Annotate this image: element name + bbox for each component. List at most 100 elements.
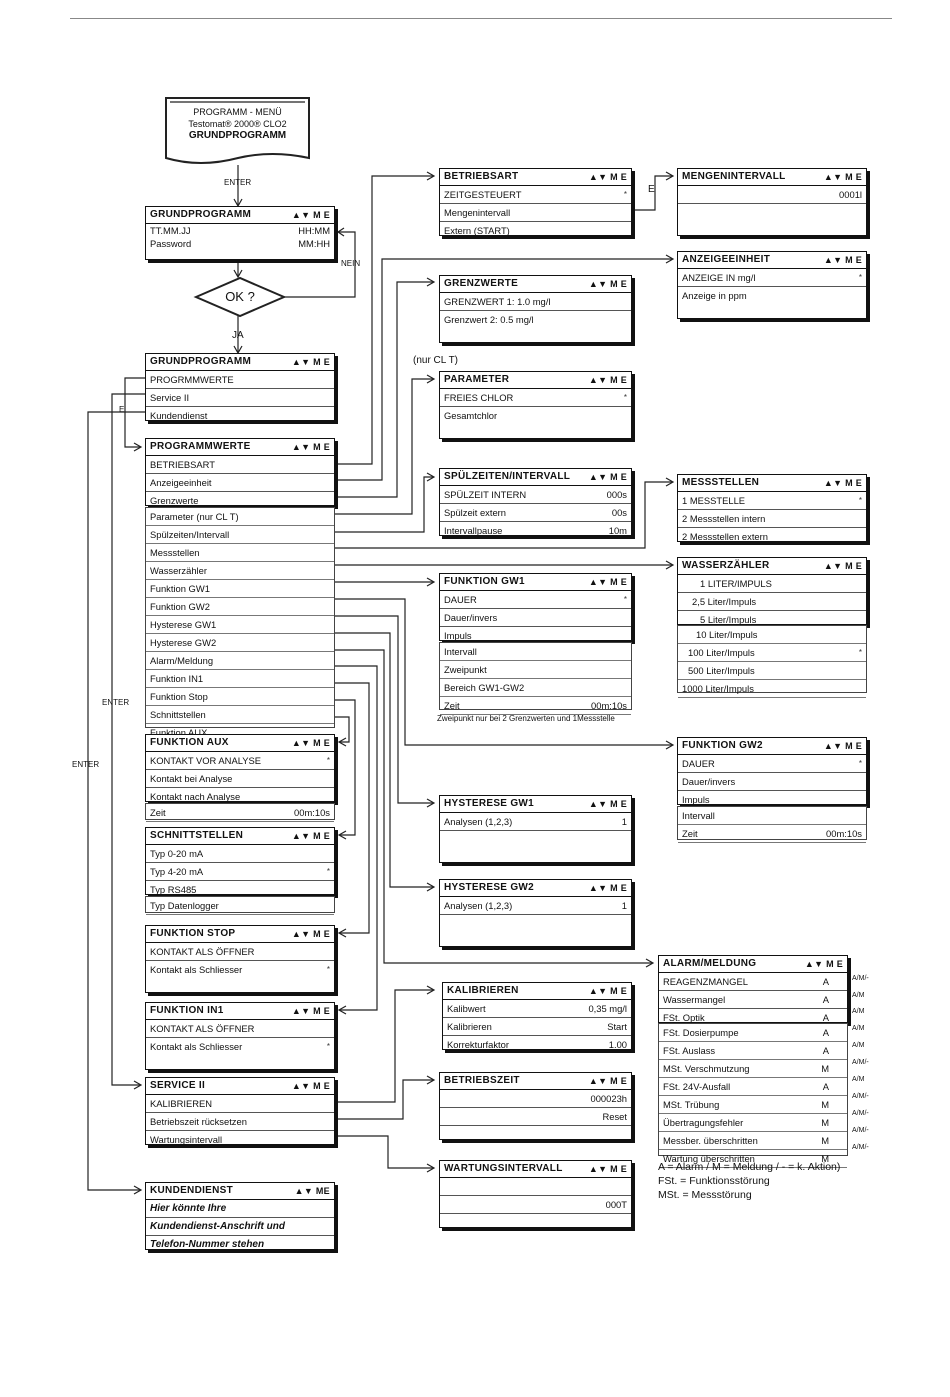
wasserzaehler-screen[interactable]: WASSERZÄHLER▲▼ M E 1 LITER/IMPULS 2,5 Li… [677, 557, 867, 625]
alarm-type[interactable]: A [822, 1027, 829, 1038]
programmwerte-menu[interactable]: PROGRAMMWERTE▲▼ M E BETRIEBSART Anzeigee… [145, 438, 335, 506]
menu-item-betriebsart[interactable]: BETRIEBSART [150, 459, 215, 470]
option-bereich[interactable]: Bereich GW1-GW2 [444, 682, 525, 693]
alarm-type[interactable]: M [821, 1117, 829, 1128]
alarm-item[interactable]: MSt. Trübung [663, 1099, 720, 1110]
option-oeffner[interactable]: KONTAKT ALS ÖFFNER [150, 1023, 255, 1034]
option-1000-liter[interactable]: 1000 Liter/Impuls [682, 683, 754, 694]
funktion-aux-screen[interactable]: FUNKTION AUX▲▼ M E KONTAKT VOR ANALYSE* … [145, 734, 335, 802]
option-2-5-liter[interactable]: 2,5 Liter/Impuls [692, 596, 757, 607]
anzeigeeinheit-screen[interactable]: ANZEIGEEINHEIT▲▼ M E ANZEIGE IN mg/l* An… [677, 251, 867, 319]
menu-item-service[interactable]: Service II [150, 392, 190, 403]
option-oeffner[interactable]: KONTAKT ALS ÖFFNER [150, 946, 255, 957]
spuelzeiten-screen[interactable]: SPÜLZEITEN/INTERVALL▲▼ M E SPÜLZEIT INTE… [439, 468, 632, 536]
menu-item-wasserzaehler[interactable]: Wasserzähler [150, 565, 207, 576]
option-dauer-invers[interactable]: Dauer/invers [444, 612, 498, 623]
option-zeitgesteuert[interactable]: ZEITGESTEUERT [444, 189, 522, 200]
grenzwert-1[interactable]: GRENZWERT 1: 1.0 mg/l [444, 296, 551, 307]
kundendienst-screen[interactable]: KUNDENDIENST▲▼ ME Hier könnte Ihre Kunde… [145, 1182, 335, 1250]
wartungsintervall-screen[interactable]: WARTUNGSINTERVALL▲▼ M E 000T [439, 1160, 632, 1228]
option-impuls[interactable]: Impuls [682, 794, 710, 805]
option-nach-analyse[interactable]: Kontakt nach Analyse [150, 791, 241, 802]
alarm-item[interactable]: FSt. 24V-Ausfall [663, 1081, 731, 1092]
option-1-liter[interactable]: 1 LITER/IMPULS [700, 578, 772, 589]
schnittstellen-screen[interactable]: SCHNITTSTELLEN▲▼ M E Typ 0-20 mA Typ 4-2… [145, 827, 335, 895]
analysen-value[interactable]: 1 [621, 900, 627, 911]
menu-item-betriebszeit[interactable]: Betriebszeit rücksetzen [150, 1116, 247, 1127]
option-zweipunkt[interactable]: Zweipunkt [444, 664, 487, 675]
spuelzeit-intern-value[interactable]: 000s [606, 489, 627, 500]
option-freies-chlor[interactable]: FREIES CHLOR [444, 392, 514, 403]
alarm-item[interactable]: FSt. Dosierpumpe [663, 1027, 739, 1038]
option-dauer-invers[interactable]: Dauer/invers [682, 776, 736, 787]
alarm-type[interactable]: A [822, 1045, 829, 1056]
parameter-screen[interactable]: PARAMETER▲▼ M E FREIES CHLOR* Gesamtchlo… [439, 371, 632, 439]
menu-item-programmwerte[interactable]: PROGRMMWERTE [150, 374, 234, 385]
option-vor-analyse[interactable]: KONTAKT VOR ANALYSE [150, 755, 261, 766]
alarm-item[interactable]: Wartung überschritten [663, 1153, 755, 1164]
betriebsart-screen[interactable]: BETRIEBSART▲▼ M E ZEITGESTEUERT* Mengeni… [439, 168, 632, 236]
date-field[interactable]: TT.MM.JJ [150, 225, 191, 236]
option-5-liter[interactable]: 5 Liter/Impuls [700, 614, 757, 625]
option-intervall[interactable]: Intervall [444, 646, 477, 657]
alarm-type[interactable]: A [822, 1081, 829, 1092]
option-ppm[interactable]: Anzeige in ppm [682, 290, 747, 301]
grundprogramm-menu[interactable]: GRUNDPROGRAMM▲▼ M E PROGRMMWERTE Service… [145, 353, 335, 421]
zeit-value[interactable]: 00m:10s [826, 828, 862, 839]
zeit-value[interactable]: 00m:10s [294, 807, 330, 818]
kalibrieren-start[interactable]: Start [607, 1021, 627, 1032]
option-schliesser[interactable]: Kontakt als Schliesser [150, 964, 243, 975]
alarm-type[interactable]: M [821, 1063, 829, 1074]
alarm-type[interactable]: A [822, 1012, 829, 1023]
alarm-item[interactable]: REAGENZMANGEL [663, 976, 748, 987]
spuelzeit-extern-value[interactable]: 00s [611, 507, 627, 518]
password-field[interactable]: MM:HH [298, 238, 330, 249]
alarm-item[interactable]: MSt. Verschmutzung [663, 1063, 750, 1074]
mengenintervall-screen[interactable]: MENGENINTERVALL▲▼ M E 0001l [677, 168, 867, 236]
alarm-type[interactable]: A [822, 976, 829, 987]
menu-item-funktion-stop[interactable]: Funktion Stop [150, 691, 208, 702]
korrektur-value[interactable]: 1.00 [608, 1039, 627, 1050]
service-screen[interactable]: SERVICE II▲▼ M E KALIBRIEREN Betriebszei… [145, 1077, 335, 1145]
option-impuls[interactable]: Impuls [444, 630, 472, 641]
option-10-liter[interactable]: 10 Liter/Impuls [696, 629, 758, 640]
grenzwert-2[interactable]: Grenzwert 2: 0.5 mg/l [444, 314, 534, 325]
option-2-extern[interactable]: 2 Messstellen extern [682, 531, 768, 542]
menu-item-spuelzeiten[interactable]: Spülzeiten/Intervall [150, 529, 230, 540]
option-datenlogger[interactable]: Typ Datenlogger [150, 900, 219, 911]
alarm-item[interactable]: Übertragungsfehler [663, 1117, 744, 1128]
hysterese-gw2-screen[interactable]: HYSTERESE GW2▲▼ M E Analysen (1,2,3)1 [439, 879, 632, 947]
alarm-type[interactable]: M [821, 1153, 829, 1164]
menu-item-messstellen[interactable]: Messstellen [150, 547, 200, 558]
menu-item-grenzwerte[interactable]: Grenzwerte [150, 495, 199, 506]
funktion-gw2-screen[interactable]: FUNKTION GW2▲▼ M E DAUER* Dauer/invers I… [677, 737, 867, 805]
option-rs485[interactable]: Typ RS485 [150, 884, 197, 895]
alarm-type[interactable]: M [821, 1135, 829, 1146]
option-mengenintervall[interactable]: Mengenintervall [444, 207, 511, 218]
option-schliesser[interactable]: Kontakt als Schliesser [150, 1041, 243, 1052]
menu-item-alarm[interactable]: Alarm/Meldung [150, 655, 214, 666]
option-intervall[interactable]: Intervall [682, 810, 715, 821]
intervallpause-value[interactable]: 10m [608, 525, 627, 536]
grenzwerte-screen[interactable]: GRENZWERTE▲▼ M E GRENZWERT 1: 1.0 mg/l G… [439, 275, 632, 343]
zeit-value[interactable]: 00m:10s [591, 700, 627, 711]
wartung-value[interactable]: 000T [605, 1199, 627, 1210]
time-field[interactable]: HH:MM [298, 225, 330, 236]
option-1-messstelle[interactable]: 1 MESSTELLE [682, 495, 746, 506]
menu-item-funktion-in1[interactable]: Funktion IN1 [150, 673, 204, 684]
option-dauer[interactable]: DAUER [444, 594, 477, 605]
menu-item-funktion-gw2[interactable]: Funktion GW2 [150, 601, 210, 612]
alarm-type[interactable]: A [822, 994, 829, 1005]
funktion-in1-screen[interactable]: FUNKTION IN1▲▼ M E KONTAKT ALS ÖFFNER Ko… [145, 1002, 335, 1070]
option-mgl[interactable]: ANZEIGE IN mg/l [682, 272, 756, 283]
option-gesamtchlor[interactable]: Gesamtchlor [444, 410, 498, 421]
menu-item-wartungsintervall[interactable]: Wartungsintervall [150, 1134, 223, 1145]
messstellen-screen[interactable]: MESSSTELLEN▲▼ M E 1 MESSTELLE* 2 Messste… [677, 474, 867, 542]
menu-item-anzeigeeinheit[interactable]: Anzeigeeinheit [150, 477, 212, 488]
kalibwert-value[interactable]: 0,35 mg/l [588, 1003, 627, 1014]
menu-item-funktion-gw1[interactable]: Funktion GW1 [150, 583, 210, 594]
reset-button[interactable]: Reset [602, 1111, 628, 1122]
